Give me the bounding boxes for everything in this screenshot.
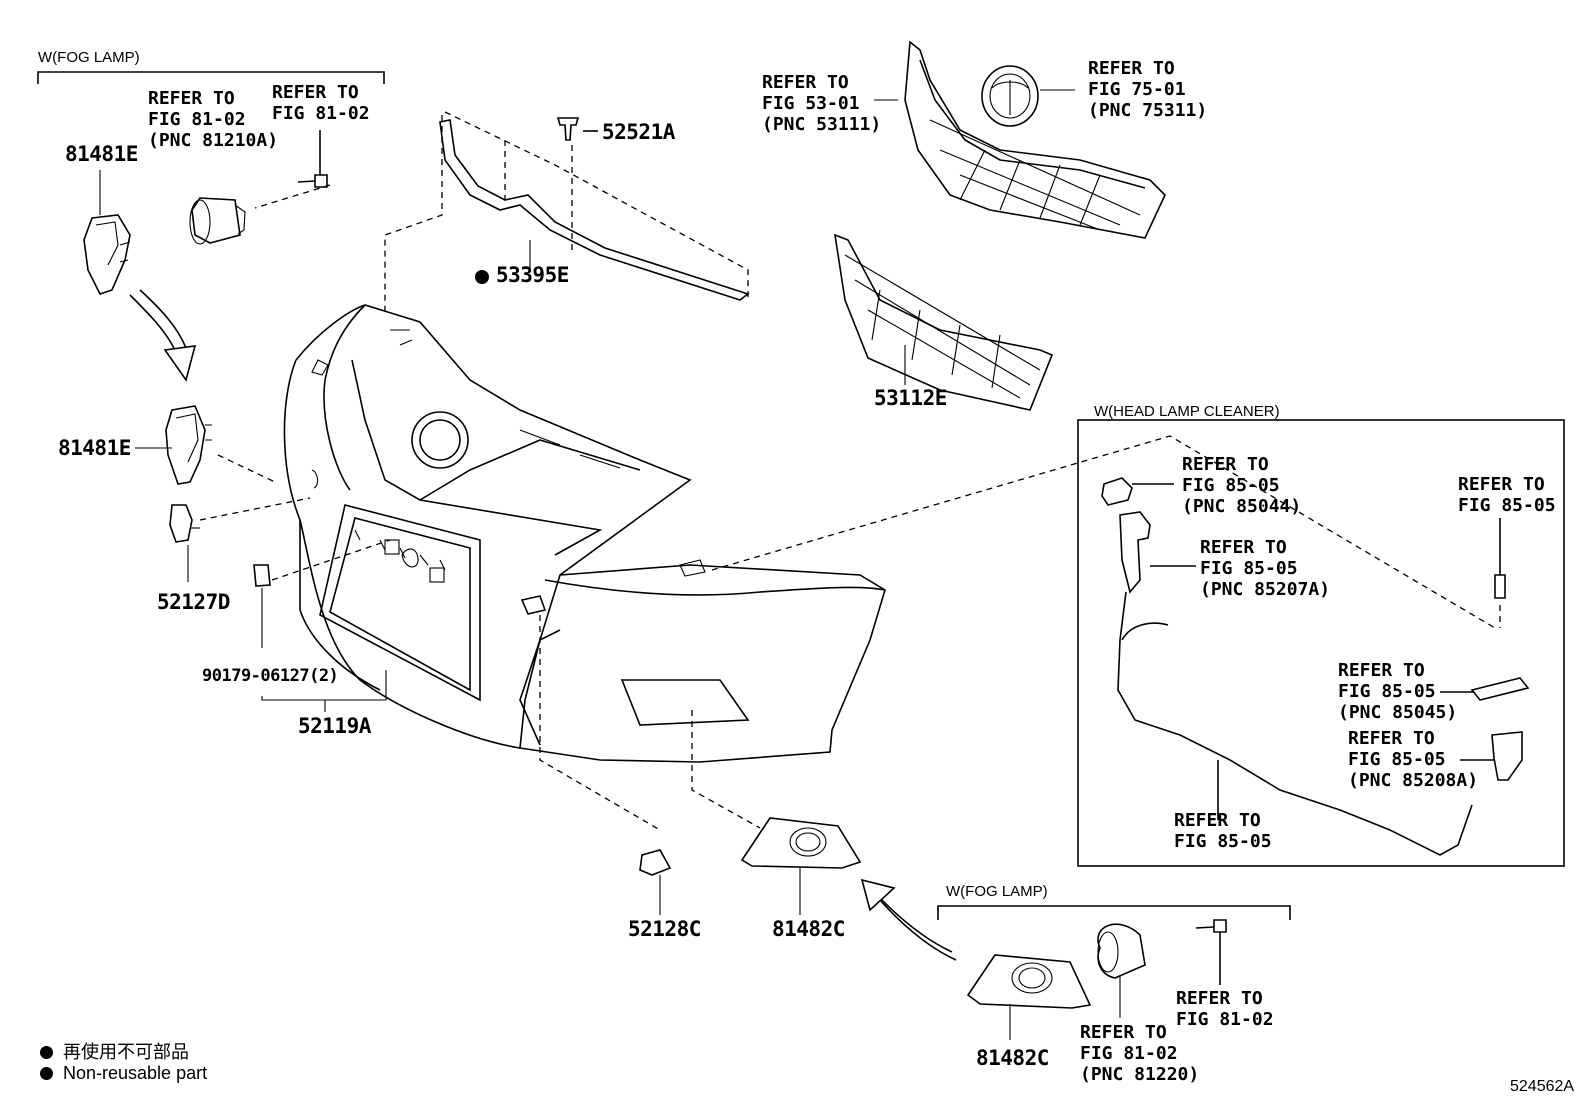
part-number-52128c: 52128C — [628, 917, 701, 941]
refer-label-screw-bottom: REFER TO FIG 81-02 — [1176, 988, 1274, 1030]
emblem-drawing — [981, 65, 1039, 127]
part-number-81482c-bottom: 81482C — [976, 1046, 1049, 1070]
refer-label-85045: REFER TO FIG 85-05 (PNC 85045) — [1338, 660, 1458, 723]
flow-arrows — [129, 289, 957, 961]
refer-label-85044: REFER TO FIG 85-05 (PNC 85044) — [1182, 454, 1302, 517]
dashed-leaders — [199, 111, 1501, 831]
part-number-81481e-top: 81481E — [65, 142, 138, 166]
figure-id: 524562A — [1510, 1078, 1575, 1095]
part-number-53395e: 53395E — [496, 263, 569, 287]
screw-bottom-drawing — [1195, 919, 1227, 985]
refer-label-screw-top: REFER TO FIG 81-02 — [272, 82, 370, 124]
label-leaders — [99, 89, 1121, 1040]
fog-lamp-top-drawing — [189, 197, 246, 245]
head-lamp-cleaner-box — [1077, 419, 1565, 867]
bracket-52127d-drawing — [169, 504, 200, 543]
fog-lamp-bottom-drawing — [1097, 923, 1146, 979]
refer-label-85-05-right: REFER TO FIG 85-05 — [1458, 474, 1556, 516]
group-label-head-lamp-cleaner: W(HEAD LAMP CLEANER) — [1094, 403, 1280, 420]
legend-dot-icon — [40, 1046, 53, 1059]
cover-52128c-drawing — [639, 849, 672, 876]
fog-lamp-top-bracket — [37, 71, 385, 84]
refer-label-radiator-grille: REFER TO FIG 53-01 (PNC 53111) — [762, 72, 882, 135]
bumper-cover-drawing — [283, 304, 886, 763]
legend-english: Non-reusable part — [40, 1063, 207, 1084]
head-lamp-cleaner-parts-drawing — [1101, 477, 1530, 856]
part-number-52521a: 52521A — [602, 120, 675, 144]
refer-label-85207a: REFER TO FIG 85-05 (PNC 85207A) — [1200, 537, 1331, 600]
legend-japanese-text: 再使用不可部品 — [63, 1042, 189, 1062]
part-number-90179-06127: 90179-06127(2) — [202, 666, 339, 686]
refer-label-81220: REFER TO FIG 81-02 (PNC 81220) — [1080, 1022, 1200, 1085]
group-label-fog-lamp-bottom: W(FOG LAMP) — [946, 883, 1048, 900]
part-number-81482c-mid: 81482C — [772, 917, 845, 941]
legend-english-text: Non-reusable part — [63, 1063, 208, 1083]
group-label-fog-lamp-top: W(FOG LAMP) — [38, 49, 140, 66]
cover-81481e-top-drawing — [83, 214, 131, 295]
radiator-grille-upper-drawing — [904, 40, 1166, 239]
refer-label-fog-lamp: REFER TO FIG 81-02 (PNC 81210A) — [148, 88, 279, 151]
fog-lamp-bottom-bracket — [937, 905, 1291, 920]
lower-grille-53112e-drawing — [833, 233, 1054, 411]
legend-japanese: 再使用不可部品 — [40, 1038, 189, 1064]
fog-bezel-mid-drawing — [740, 817, 862, 869]
part-number-52119a: 52119A — [298, 714, 371, 738]
screw-top-drawing — [297, 130, 328, 188]
fog-bezel-bottom-drawing — [966, 954, 1092, 1009]
part-number-53112e: 53112E — [874, 386, 947, 410]
refer-label-85-05-hose: REFER TO FIG 85-05 — [1174, 810, 1272, 852]
part-number-52127d: 52127D — [157, 590, 230, 614]
nut-90179-drawing — [253, 564, 271, 587]
non-reusable-marker — [475, 270, 489, 284]
clip-52521a-drawing — [556, 117, 598, 141]
refer-label-85208a: REFER TO FIG 85-05 (PNC 85208A) — [1348, 728, 1479, 791]
part-number-81481e-mid: 81481E — [58, 436, 131, 460]
legend-dot-icon — [40, 1067, 53, 1080]
cover-81481e-mid-drawing — [165, 405, 212, 485]
refer-label-emblem: REFER TO FIG 75-01 (PNC 75311) — [1088, 58, 1208, 121]
